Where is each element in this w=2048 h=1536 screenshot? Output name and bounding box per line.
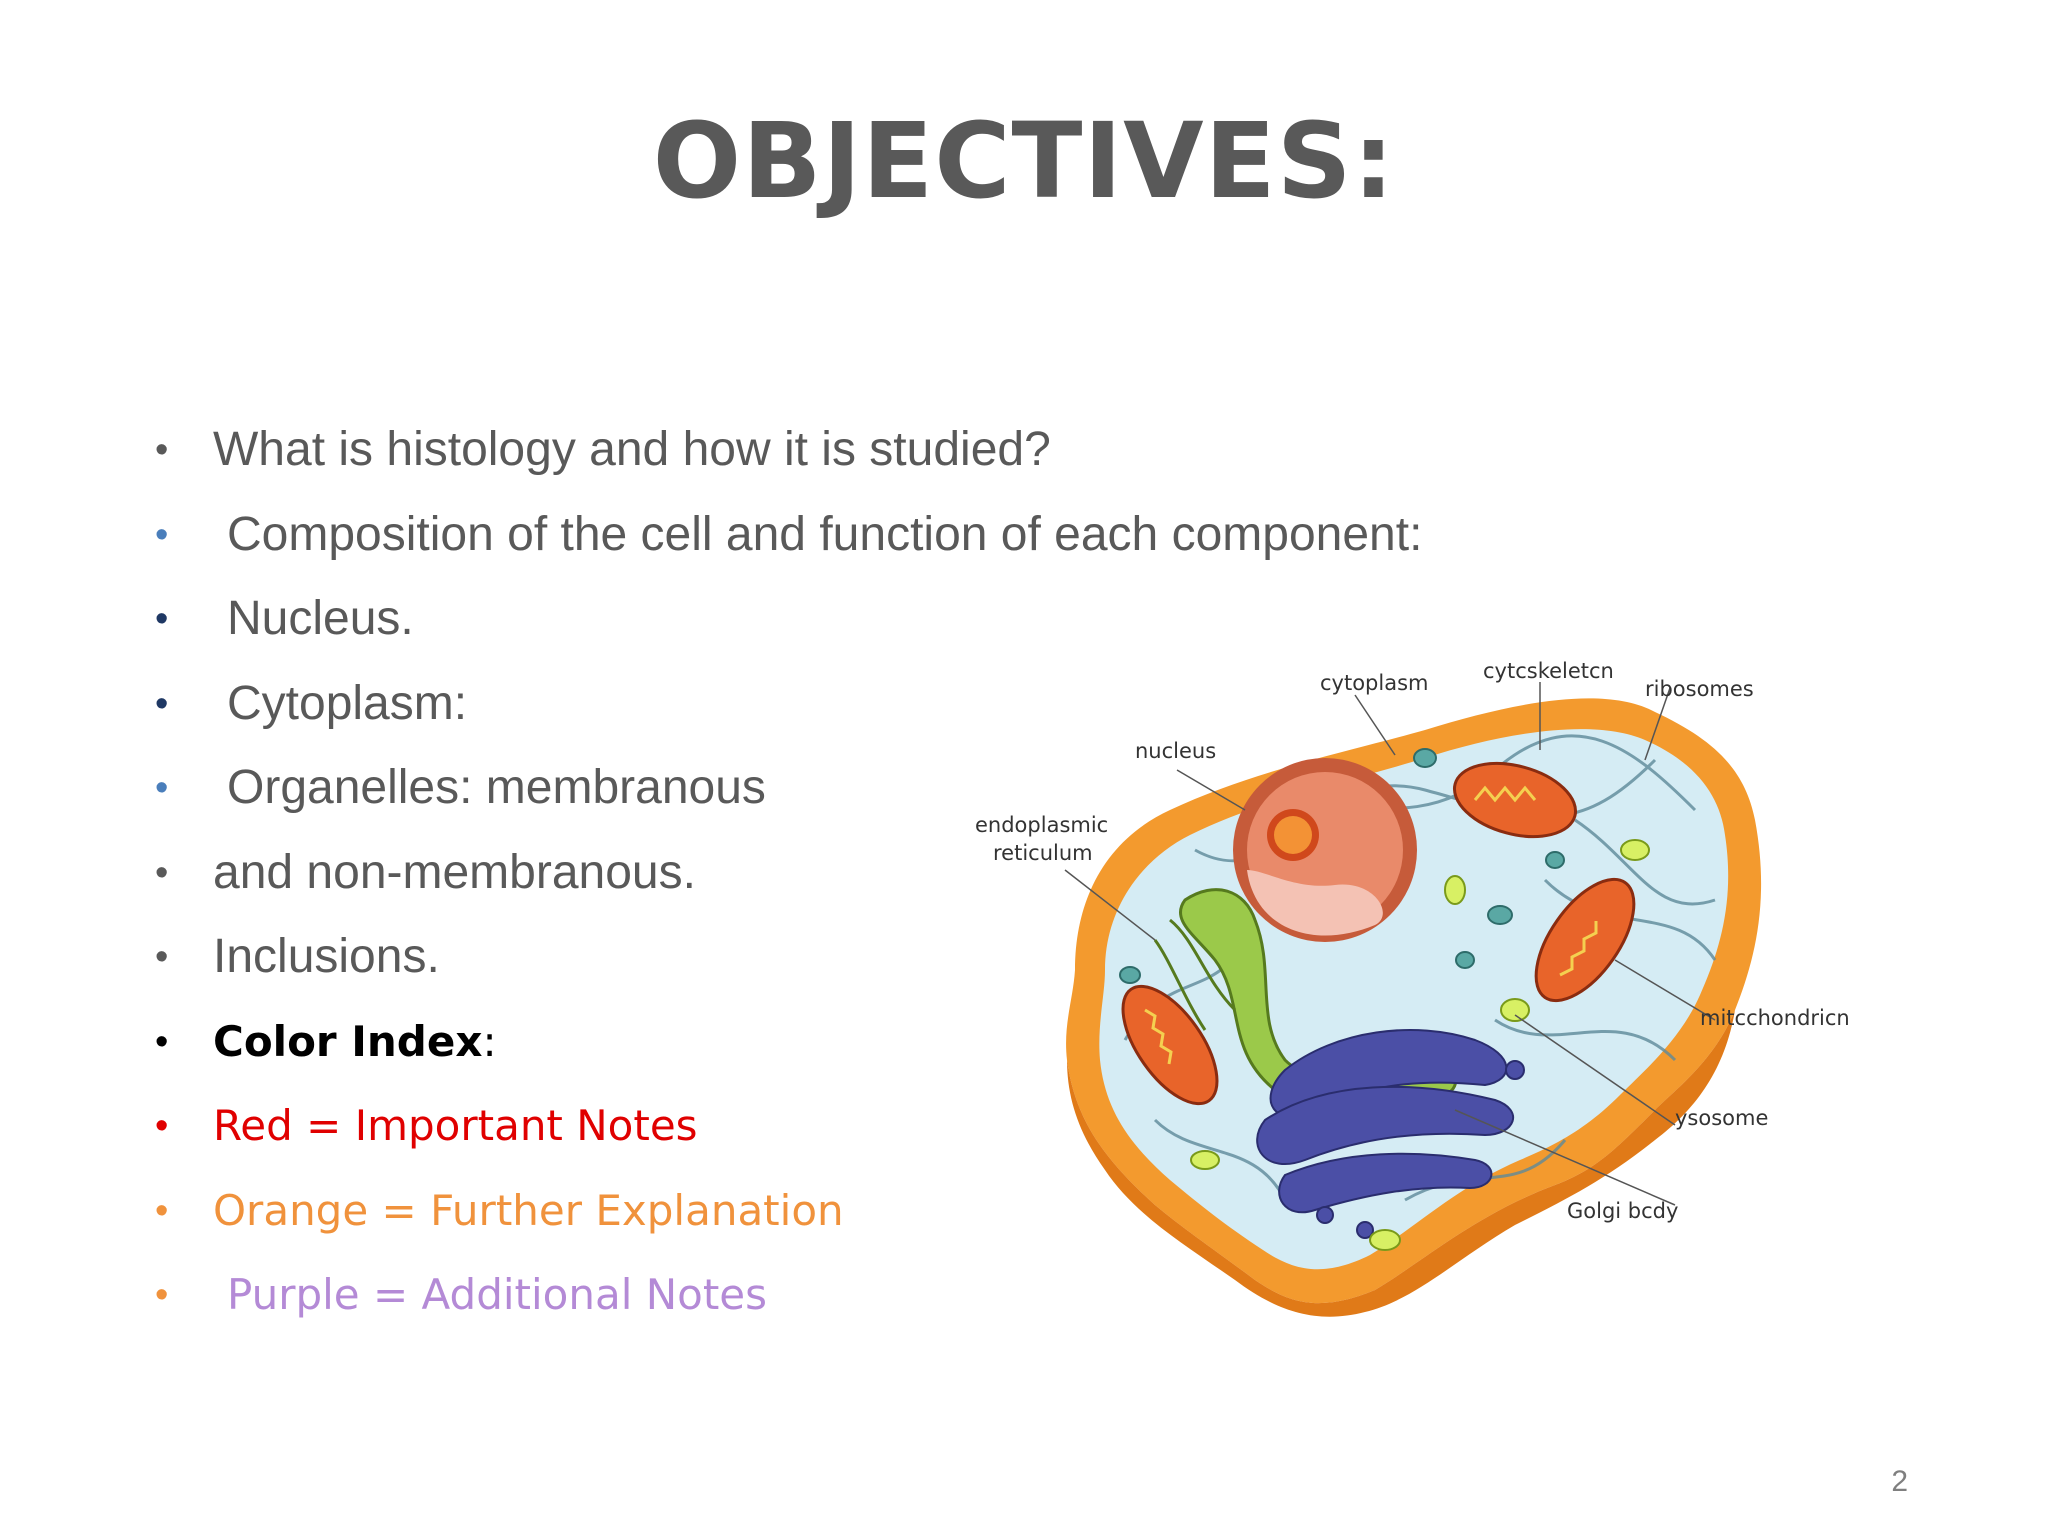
label-ribosomes: ribosomes — [1645, 677, 1754, 701]
animal-cell-diagram: cytoplasm cytcskeletcn ribosomes nucleus… — [975, 659, 1850, 1317]
bullet-text: Nucleus. — [227, 592, 414, 645]
label-nucleus: nucleus — [1135, 739, 1216, 763]
slide-title: OBJECTIVES: — [652, 100, 1396, 222]
bullet-text: Organelles: membranous — [227, 761, 766, 814]
bullet-dot: • — [155, 1105, 169, 1147]
bullet-dot: • — [155, 1189, 169, 1232]
bullet-dot: • — [155, 1020, 169, 1063]
leader-lines — [1064, 682, 1716, 1206]
bullet-dot: • — [155, 513, 169, 556]
ribosome-dots — [1119, 748, 1565, 984]
bullet-dot: • — [155, 1274, 169, 1316]
bullet-dot: • — [155, 851, 169, 894]
vesicles — [1190, 839, 1650, 1251]
bullet-dot: • — [155, 936, 169, 978]
bullet-text: and non-membranous. — [213, 845, 696, 899]
label-mitochondrion: mitcchondricn — [1700, 1006, 1850, 1030]
color-index-text: Orange = Further Explanation — [213, 1185, 844, 1235]
cell-membrane-shadow — [1067, 1010, 1735, 1317]
nucleus-shape — [1233, 758, 1417, 942]
label-er-line1: endoplasmic — [975, 813, 1108, 837]
bullet-dot: • — [155, 429, 169, 471]
mitochondria-cristae — [1144, 785, 1598, 1065]
bullet-dot: • — [155, 767, 169, 809]
bullet-dot: • — [155, 682, 169, 725]
label-golgi: Golgi bcdy — [1567, 1199, 1678, 1223]
bullet-text: Composition of the cell and function of … — [227, 507, 1423, 561]
bullet-text: Inclusions. — [213, 930, 440, 983]
bullet-text: What is histology and how it is studied? — [213, 423, 1051, 476]
bullet-text: Cytoplasm: — [227, 676, 468, 730]
label-lysosome: ysosome — [1675, 1106, 1768, 1130]
color-index-text: Purple = Additional Notes — [227, 1270, 768, 1319]
color-index-colon: : — [482, 1016, 497, 1066]
golgi-apparatus — [1256, 1029, 1525, 1239]
color-index-text: Red = Important Notes — [213, 1101, 698, 1150]
page-number: 2 — [1891, 1465, 1908, 1498]
label-cytoplasm: cytoplasm — [1320, 671, 1429, 695]
mitochondria — [1121, 761, 1636, 1106]
label-er-line2: reticulum — [993, 841, 1093, 865]
bullet-dot: • — [155, 598, 169, 640]
label-cytoskeleton: cytcskeletcn — [1483, 659, 1614, 683]
color-index-label: Color Index — [213, 1016, 483, 1066]
